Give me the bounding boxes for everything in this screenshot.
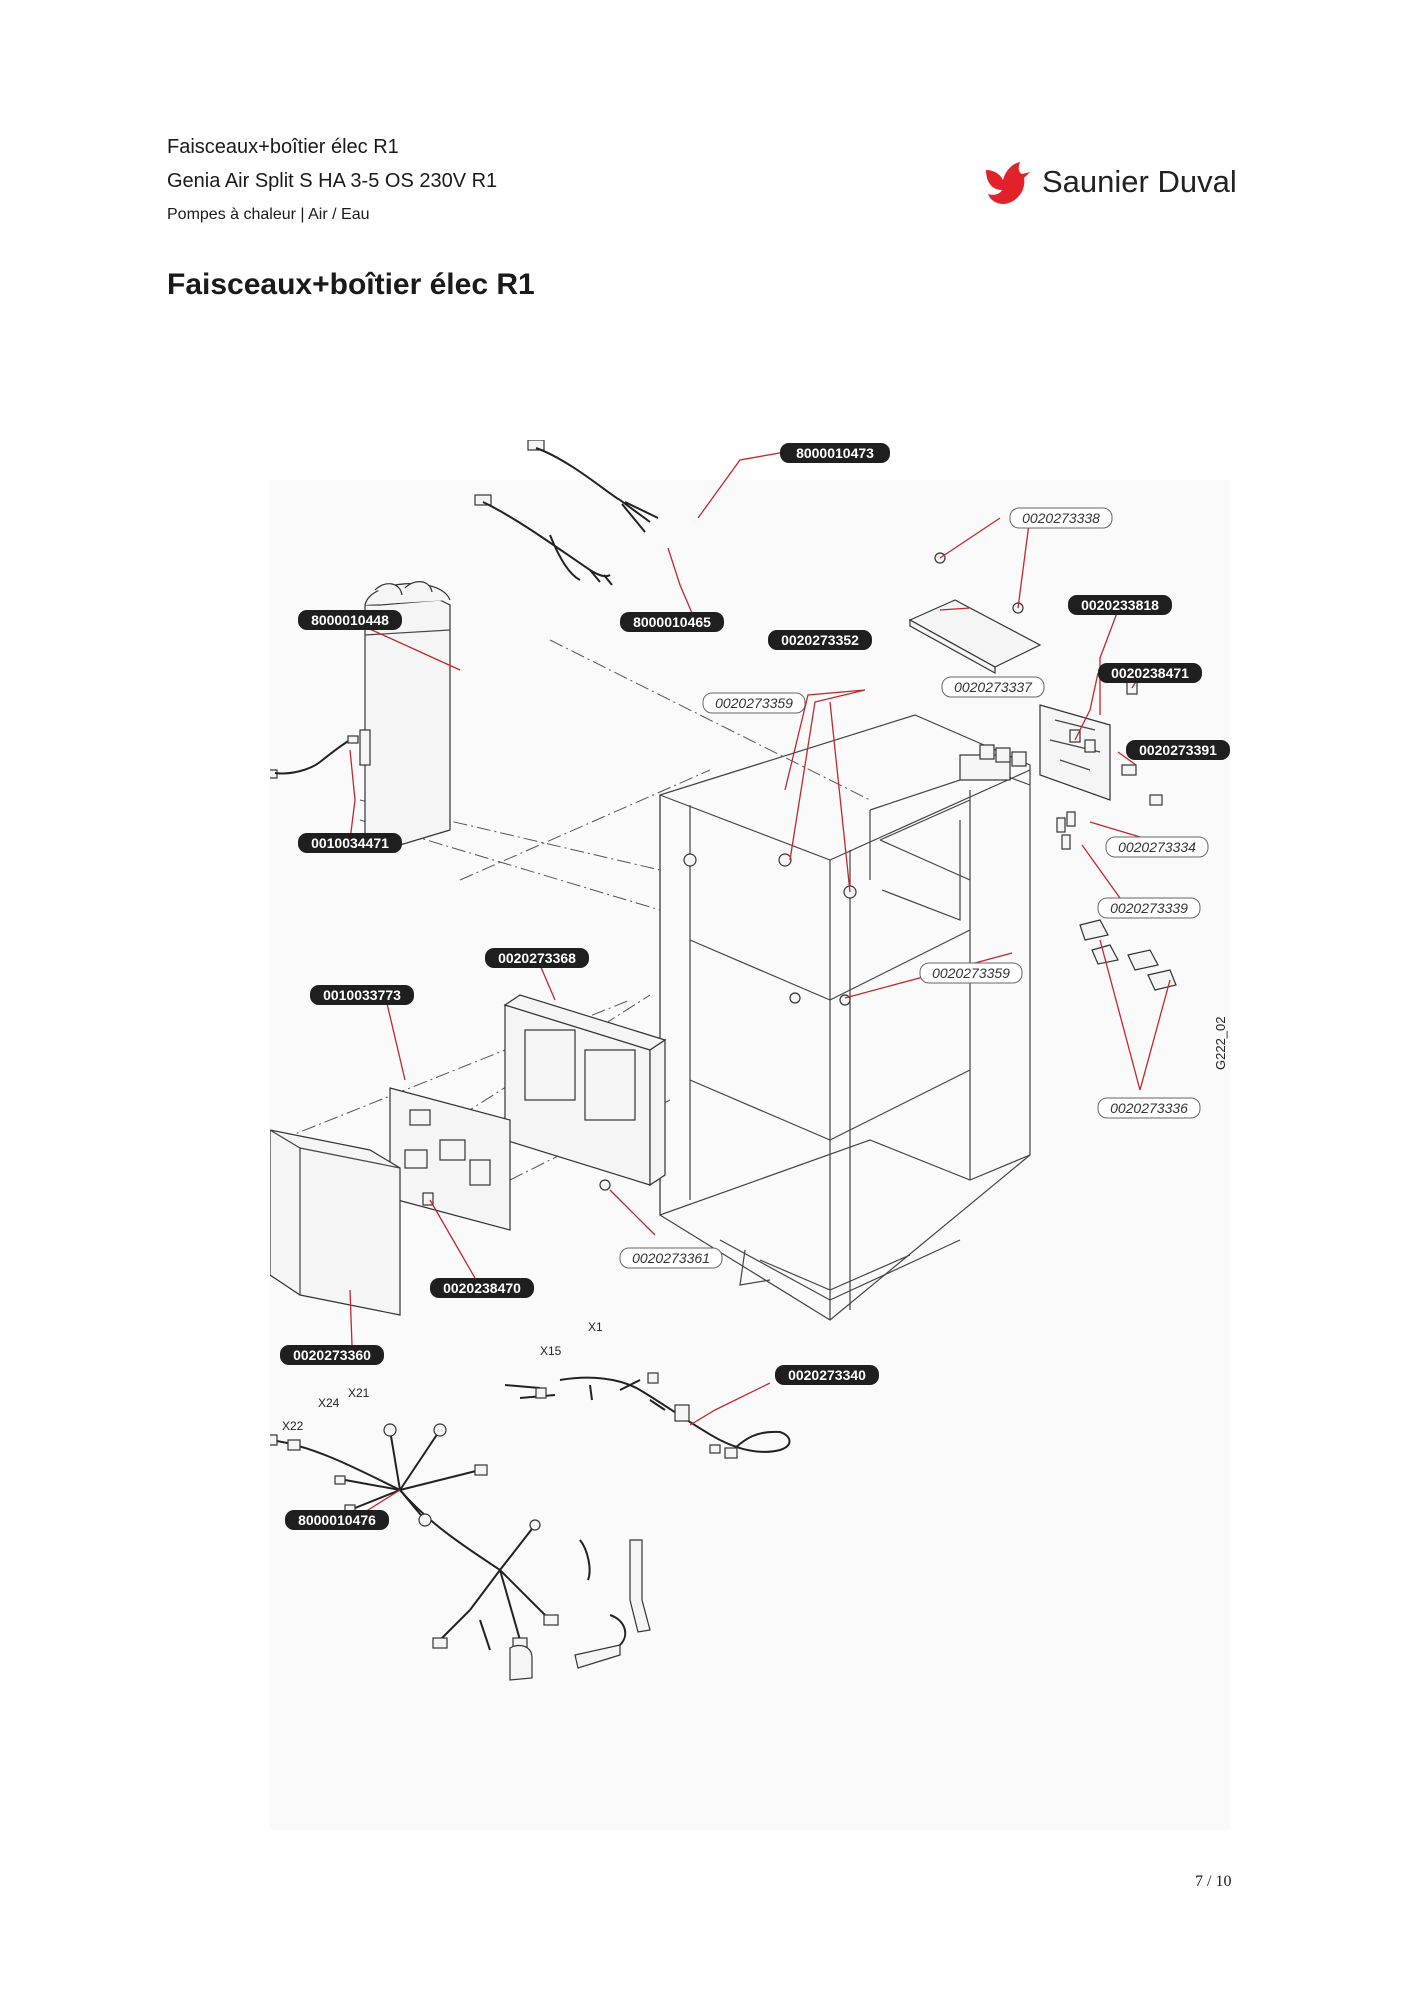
part-tag: 0020273391 [1126, 740, 1230, 760]
small-parts-right [979, 681, 1177, 991]
bird-logo-icon [986, 162, 1030, 204]
svg-text:0020273368: 0020273368 [498, 950, 576, 966]
header-section-title: Faisceaux+boîtier élec R1 [167, 136, 399, 158]
header-product-name: Genia Air Split S HA 3-5 OS 230V R1 [167, 170, 498, 192]
part-tag: 0020273361 [619, 1247, 723, 1269]
svg-text:0010033773: 0010033773 [323, 987, 401, 1003]
cable-0010034471 [270, 735, 359, 779]
part-tag: 0020273334 [1105, 836, 1209, 858]
part-tag: 0020273352 [768, 630, 872, 650]
connector-label: X24 [318, 1396, 340, 1410]
electrical-box-8000010448 [359, 581, 451, 846]
svg-text:0020273339: 0020273339 [1110, 900, 1188, 916]
connector-label: X22 [282, 1419, 304, 1433]
svg-text:0020238471: 0020238471 [1111, 665, 1189, 681]
part-tag: 0020238470 [430, 1278, 534, 1298]
pcb-housing-0020273368 [503, 994, 667, 1187]
header-category: Pompes à chaleur | Air / Eau [167, 206, 370, 223]
svg-text:0020273360: 0020273360 [293, 1347, 371, 1363]
svg-text:8000010473: 8000010473 [796, 445, 874, 461]
brand-logo: Saunier Duval [978, 156, 1248, 212]
connector-label: X15 [540, 1344, 562, 1358]
part-tag: 0020273359 [919, 962, 1023, 984]
part-tag: 0020273360 [280, 1345, 384, 1365]
part-tag: 8000010465 [620, 612, 724, 632]
front-cover-0020273360 [270, 1129, 401, 1316]
drawing-code: G222_02 [1213, 1017, 1228, 1071]
part-tag: 0020273338 [1009, 507, 1113, 529]
svg-text:8000010448: 8000010448 [311, 612, 389, 628]
part-tag: 0010034471 [298, 833, 402, 853]
part-tags: 8000010473 0020273338 8000010448 8000010… [280, 443, 1230, 1530]
connector-labels: X1 X15 X21 X24 X22 [282, 1320, 603, 1433]
control-board-0020233818 [1039, 704, 1111, 801]
part-tag: 0020273359 [702, 692, 806, 714]
svg-text:0020273334: 0020273334 [1118, 839, 1196, 855]
svg-text:0020273340: 0020273340 [788, 1367, 866, 1383]
svg-text:0020273359: 0020273359 [715, 695, 793, 711]
part-tag: 0020273337 [941, 676, 1045, 698]
svg-text:0020273352: 0020273352 [781, 632, 859, 648]
svg-text:0010034471: 0010034471 [311, 835, 389, 851]
wire-harness-8000010465 [474, 494, 613, 586]
part-tag: 8000010473 [780, 443, 890, 463]
connector-label: X21 [348, 1386, 370, 1400]
page-title: Faisceaux+boîtier élec R1 [167, 268, 535, 301]
brand-name: Saunier Duval [1042, 164, 1237, 199]
wire-harness-0020273340 [504, 1372, 791, 1459]
svg-text:0020273337: 0020273337 [954, 679, 1033, 695]
svg-text:0020273391: 0020273391 [1139, 742, 1217, 758]
connector-label: X1 [588, 1320, 603, 1334]
svg-text:0020273359: 0020273359 [932, 965, 1010, 981]
svg-text:0020273336: 0020273336 [1110, 1100, 1188, 1116]
page-number: 7 / 10 [1195, 1873, 1232, 1890]
part-tag: 0020273368 [485, 948, 589, 968]
wire-harness-8000010476 [270, 1423, 651, 1681]
connector-0020238470 [422, 1192, 434, 1206]
svg-text:0020273338: 0020273338 [1022, 510, 1100, 526]
svg-text:8000010476: 8000010476 [298, 1512, 376, 1528]
svg-text:8000010465: 8000010465 [633, 614, 711, 630]
svg-text:0020233818: 0020233818 [1081, 597, 1159, 613]
wire-harness-8000010473 [527, 440, 659, 533]
svg-text:0020238470: 0020238470 [443, 1280, 521, 1296]
part-tag: 0020238471 [1098, 663, 1202, 683]
svg-text:0020273361: 0020273361 [632, 1250, 710, 1266]
part-tag: 0010033773 [310, 985, 414, 1005]
part-tag: 0020233818 [1068, 595, 1172, 615]
part-tag: 0020273336 [1097, 1097, 1201, 1119]
chassis-frame [659, 714, 1031, 1321]
part-tag: 8000010448 [298, 610, 402, 630]
exploded-parts-diagram: X1 X15 X21 X24 X22 G222_02 8000010473 00 [270, 440, 1230, 1830]
pcb-cover-0020273352 [908, 599, 1042, 675]
part-tag: 0020273339 [1097, 897, 1201, 919]
part-tag: 8000010476 [285, 1510, 389, 1530]
part-tag: 0020273340 [775, 1365, 879, 1385]
